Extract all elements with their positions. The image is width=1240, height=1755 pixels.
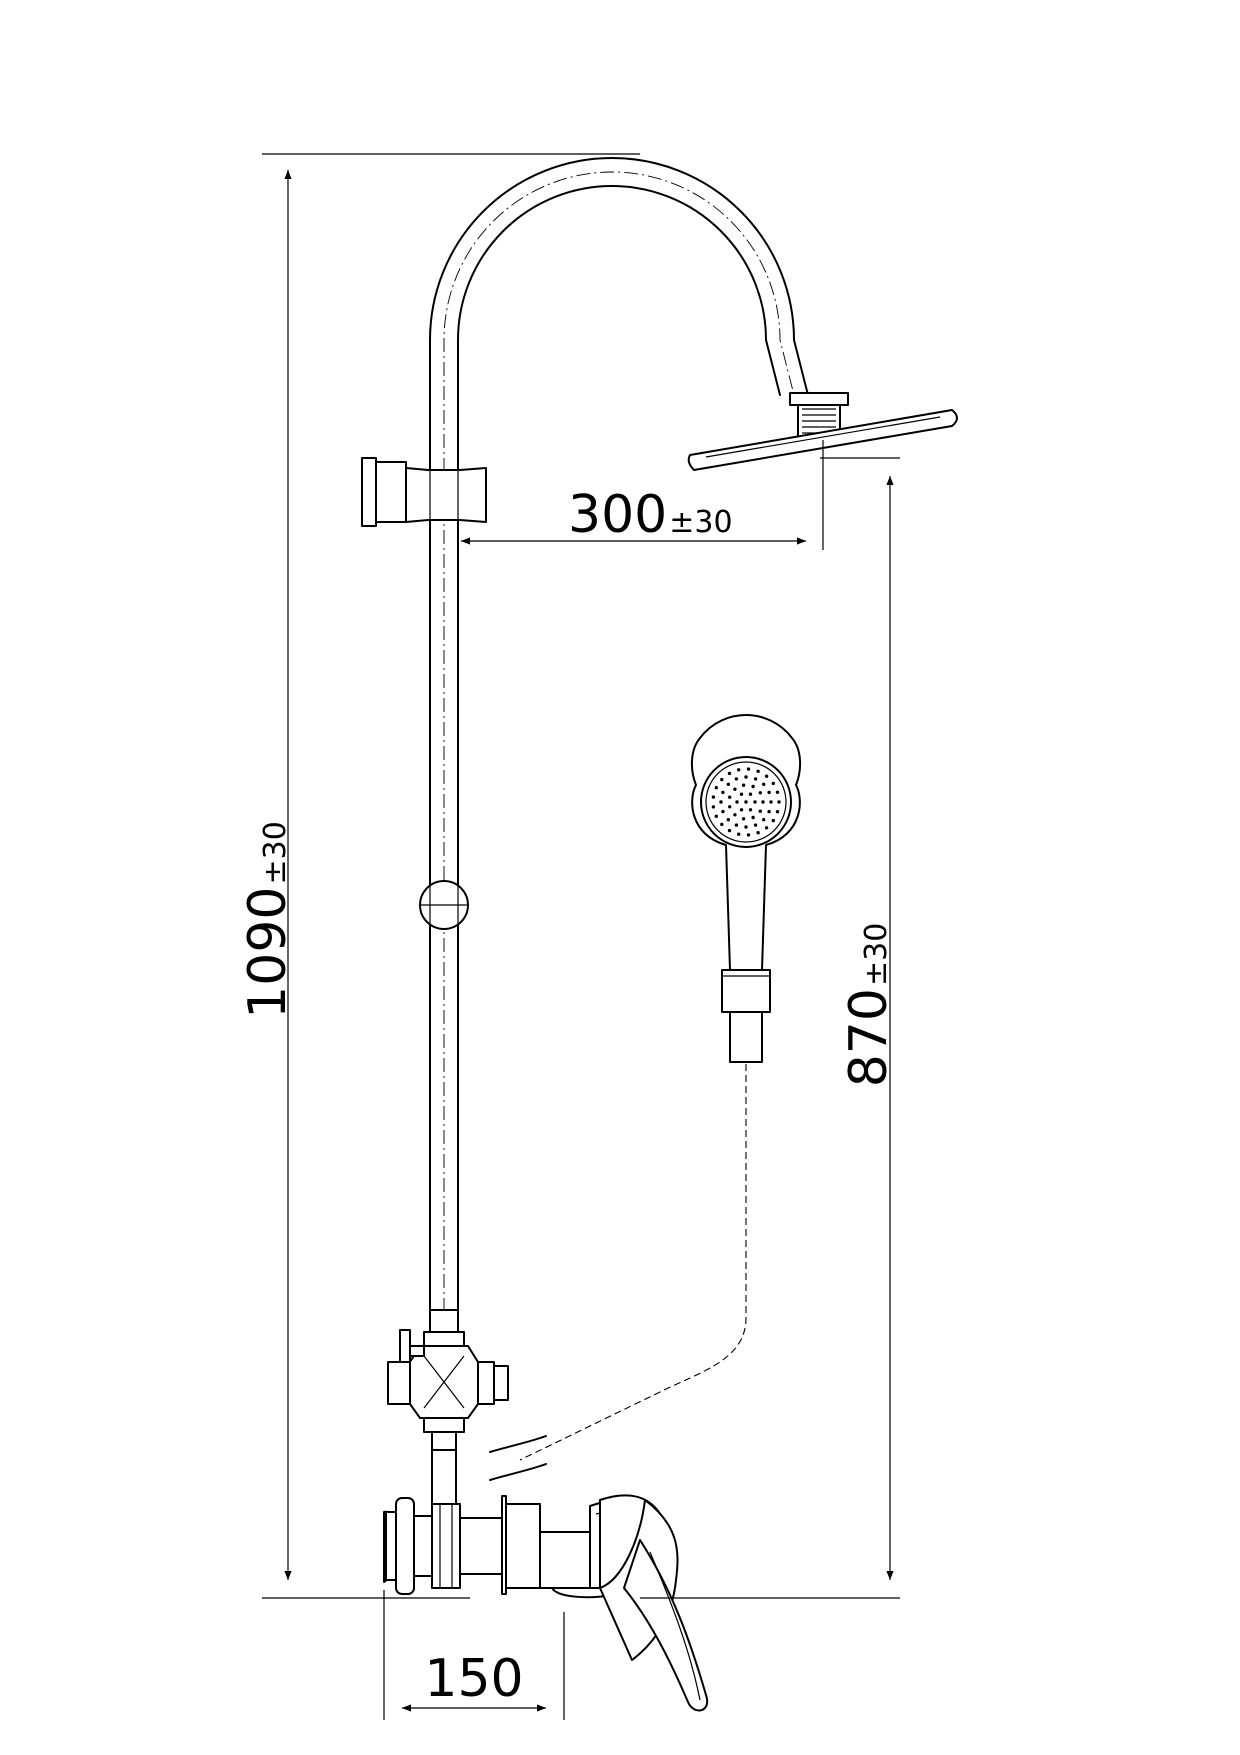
spray-nozzle-dot	[728, 805, 732, 809]
spray-nozzle-dot	[728, 795, 732, 799]
spray-nozzle-dot	[775, 810, 780, 814]
spray-nozzle-dot	[714, 814, 718, 818]
spray-nozzle-dot	[767, 809, 771, 814]
spray-nozzle-dot	[737, 832, 741, 836]
spray-nozzle-dot	[764, 826, 769, 830]
spray-nozzle-dot	[734, 777, 739, 781]
spray-nozzle-dot	[764, 774, 769, 778]
spray-nozzle-dot	[775, 790, 780, 794]
spray-nozzle-dot	[753, 800, 757, 804]
diverter-knob	[399, 1329, 425, 1363]
spray-nozzle-dot	[751, 784, 755, 789]
spray-nozzle-dot	[734, 823, 739, 827]
spray-nozzle-dot	[714, 786, 718, 790]
dimension-mixer-width-label: 150	[424, 1649, 523, 1709]
spray-nozzle-dot	[751, 815, 755, 820]
spray-nozzle-dot	[767, 790, 771, 795]
head-connector	[789, 392, 849, 440]
mixer-lever	[551, 1494, 709, 1712]
diverter	[387, 1309, 509, 1451]
riser-pipe	[429, 157, 809, 1312]
spray-nozzle-dot	[758, 791, 762, 795]
spray-nozzle-dot	[753, 777, 758, 781]
hand-shower-spray-nozzles	[711, 767, 781, 837]
spray-nozzle-dot	[746, 833, 751, 837]
spray-nozzle-dot	[721, 790, 725, 795]
spray-nozzle-dot	[727, 771, 732, 776]
spray-nozzle-dot	[741, 817, 746, 821]
spray-nozzle-dot	[739, 808, 744, 812]
spray-nozzle-dot	[762, 782, 766, 786]
spray-nozzle-dot	[721, 809, 725, 814]
spray-nozzle-dot	[737, 768, 741, 772]
spray-nozzle-dot	[758, 809, 762, 813]
spray-nozzle-dot	[733, 787, 737, 791]
hose-connector	[489, 1435, 547, 1481]
spray-nozzle-dot	[720, 822, 724, 827]
spray-nozzle-dot	[771, 818, 775, 823]
spray-nozzle-dot	[761, 800, 765, 804]
spray-nozzle-dot	[719, 800, 723, 804]
spray-nozzle-dot	[777, 800, 781, 804]
shower-hose	[519, 1064, 747, 1461]
spray-nozzle-dot	[711, 805, 716, 809]
dimension-arm-reach-label: 300±30	[568, 485, 733, 545]
spray-nozzle-dot	[748, 808, 753, 812]
spray-nozzle-dot	[726, 782, 730, 786]
dimension-total-height: 1090±30	[238, 153, 640, 1599]
pipe-bracket	[419, 880, 469, 930]
mixer-body	[383, 1449, 541, 1595]
spray-nozzle-dot	[741, 783, 746, 787]
dimension-total-height-label: 1090±30	[238, 821, 298, 1019]
spray-nozzle-dot	[762, 818, 766, 822]
spray-nozzle-dot	[720, 777, 724, 782]
spray-nozzle-dot	[748, 792, 753, 796]
spray-nozzle-dot	[726, 818, 730, 822]
spray-nozzle-dot	[744, 775, 748, 779]
spray-nozzle-dot	[771, 781, 775, 786]
dimension-head-height-label: 870±30	[839, 923, 899, 1088]
dimension-head-height: 870±30	[640, 457, 900, 1599]
spray-nozzle-dot	[756, 769, 760, 773]
spray-nozzle-dot	[744, 825, 748, 829]
spray-nozzle-dot	[727, 828, 732, 833]
spray-nozzle-dot	[753, 823, 758, 827]
spray-nozzle-dot	[735, 800, 739, 804]
spray-nozzle-dot	[733, 813, 737, 817]
spray-nozzle-dot	[769, 800, 773, 804]
dimension-mixer-width: 150	[383, 1590, 565, 1720]
spray-nozzle-dot	[746, 767, 751, 771]
spray-nozzle-dot	[756, 831, 760, 835]
spray-nozzle-dot	[739, 792, 744, 796]
spray-nozzle-dot	[744, 800, 748, 804]
hand-shower	[690, 714, 802, 1063]
dimension-arm-reach: 300±30	[461, 440, 824, 550]
sliding-holder	[361, 457, 487, 527]
spray-nozzle-dot	[711, 795, 716, 799]
